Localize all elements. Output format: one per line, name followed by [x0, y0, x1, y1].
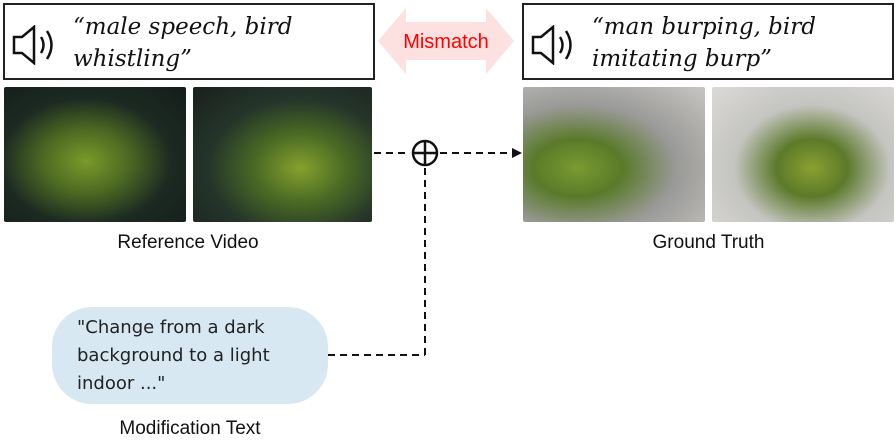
target-frame-2 — [712, 87, 894, 222]
reference-frame-1 — [4, 87, 186, 222]
target-audio-text: “man burping, bird imitating burp” — [592, 14, 816, 72]
reference-frame-2 — [193, 87, 372, 222]
target-frame-1 — [523, 87, 705, 222]
reference-audio-box: “male speech, bird whistling” — [3, 3, 375, 80]
speaker-icon — [531, 25, 572, 65]
reference-caption: Reference Video — [117, 232, 259, 253]
mismatch-double-arrow — [378, 8, 514, 74]
modification-text: "Change from a dark background to a ligh… — [77, 317, 270, 394]
target-audio-box: “man burping, bird imitating burp” — [522, 3, 894, 80]
modification-caption: Modification Text — [119, 418, 261, 439]
mismatch-label: Mismatch — [403, 31, 489, 53]
reference-audio-text: “male speech, bird whistling” — [73, 14, 293, 72]
speaker-icon — [12, 25, 53, 65]
combine-plus-icon — [411, 139, 439, 167]
target-caption: Ground Truth — [652, 232, 765, 253]
modification-text-bubble — [52, 307, 328, 404]
